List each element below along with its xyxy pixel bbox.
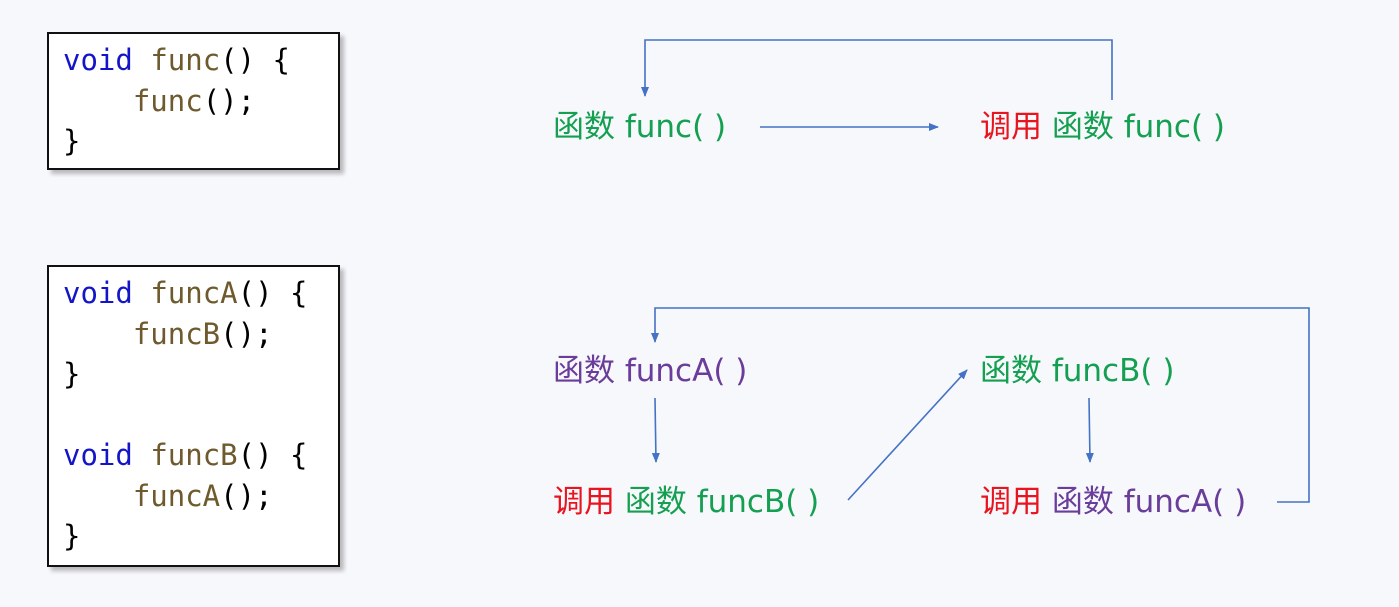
call-funcB-label: 调用 函数 funcB( ) (553, 487, 819, 518)
code-keyword: void (63, 276, 133, 310)
call-funcA-name: 函数 funcA( ) (1051, 484, 1247, 520)
code-punctuation: (); (220, 316, 273, 351)
code-block-mutual-recursion: void funcA() { funcB();}void funcB() { f… (47, 265, 340, 567)
call-func-label: 调用 函数 func( ) (980, 112, 1225, 143)
code-line: funcA(); (63, 476, 338, 517)
code-function-name: func (132, 83, 203, 118)
arrow-call-back-to-func (641, 39, 1113, 100)
call-word: 调用 (553, 484, 615, 520)
code-function-name: func (150, 43, 221, 77)
func-label: 函数 func( ) (553, 109, 727, 145)
funcB-label: 函数 funcB( ) (980, 353, 1175, 389)
code-punctuation: (); (220, 478, 273, 513)
code-line: void funcB() { (63, 435, 338, 476)
code-line: void func() { (63, 40, 338, 81)
code-keyword: void (63, 438, 133, 472)
code-function-name: funcB (132, 316, 221, 351)
code-punctuation: } (63, 124, 81, 158)
call-word: 调用 (980, 484, 1042, 520)
arrow-funcB-to-callA (1085, 397, 1094, 463)
code-punctuation: } (63, 357, 81, 391)
funcA-label: 函数 funcA( ) (553, 353, 748, 389)
code-line: } (63, 516, 338, 557)
call-word: 调用 (980, 109, 1042, 145)
call-funcA-label: 调用 函数 funcA( ) (980, 487, 1246, 518)
code-function-name: funcA (132, 478, 221, 513)
code-function-name: funcB (150, 438, 238, 472)
call-func-name: 函数 func( ) (1051, 109, 1226, 145)
arrow-funcA-to-callB (651, 397, 660, 463)
arrow-callA-back-to-funcA (651, 307, 1310, 503)
call-funcB-name: 函数 funcB( ) (624, 484, 820, 520)
code-line: func(); (63, 81, 338, 122)
code-function-name: funcA (150, 276, 238, 310)
arrow-callB-to-funcB (847, 369, 968, 501)
code-line: funcB(); (63, 314, 338, 355)
code-punctuation: () { (220, 43, 290, 77)
code-line: } (63, 121, 338, 162)
code-keyword: void (63, 43, 133, 77)
code-line: } (63, 354, 338, 395)
code-block-recursion: void func() { func();} (47, 32, 340, 170)
code-punctuation: } (63, 519, 81, 553)
code-punctuation: () { (237, 276, 308, 310)
code-punctuation: (); (202, 83, 256, 118)
code-line: void funcA() { (63, 273, 338, 314)
code-punctuation: () { (237, 438, 308, 472)
